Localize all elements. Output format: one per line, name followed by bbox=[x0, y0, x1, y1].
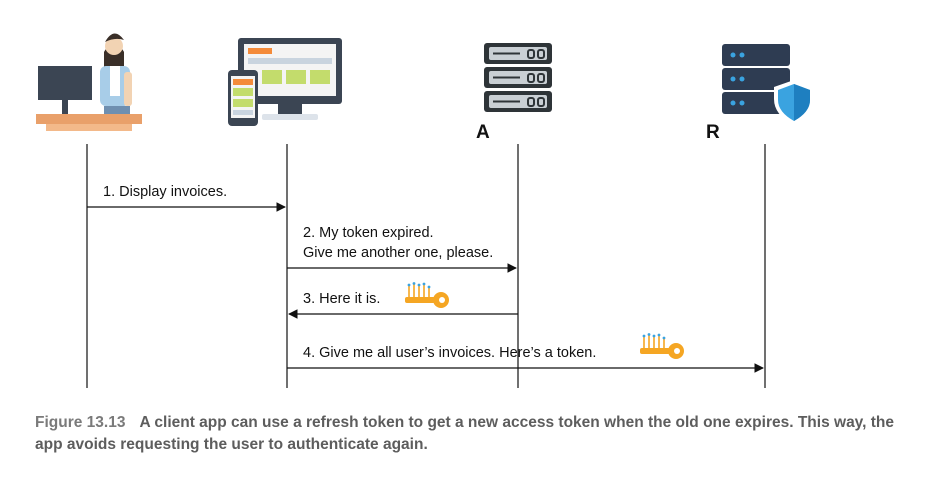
figure-number: Figure 13.13 bbox=[35, 414, 126, 431]
secure-server-icon bbox=[722, 44, 814, 125]
resource-server-label: R bbox=[706, 122, 720, 143]
message-4-label: 4. Give me all user’s invoices. Here’s a… bbox=[303, 345, 596, 361]
figure-caption-text: A client app can use a refresh token to … bbox=[35, 414, 895, 453]
refresh-token-key-icon bbox=[404, 281, 450, 309]
server-rack-icon bbox=[484, 43, 552, 112]
message-1-label: 1. Display invoices. bbox=[103, 184, 227, 200]
message-2-label-line-1: 2. My token expired. bbox=[303, 225, 434, 241]
access-token-key-icon bbox=[639, 332, 685, 360]
auth-server-label: A bbox=[476, 122, 490, 143]
user-at-desk-icon bbox=[36, 33, 142, 131]
message-3-label: 3. Here it is. bbox=[303, 291, 380, 307]
message-2-label-line-2: Give me another one, please. bbox=[303, 245, 493, 261]
sequence-diagram: A R 1. Display invoices. 2. My token exp… bbox=[36, 33, 814, 388]
client-app-devices-icon bbox=[228, 38, 342, 126]
